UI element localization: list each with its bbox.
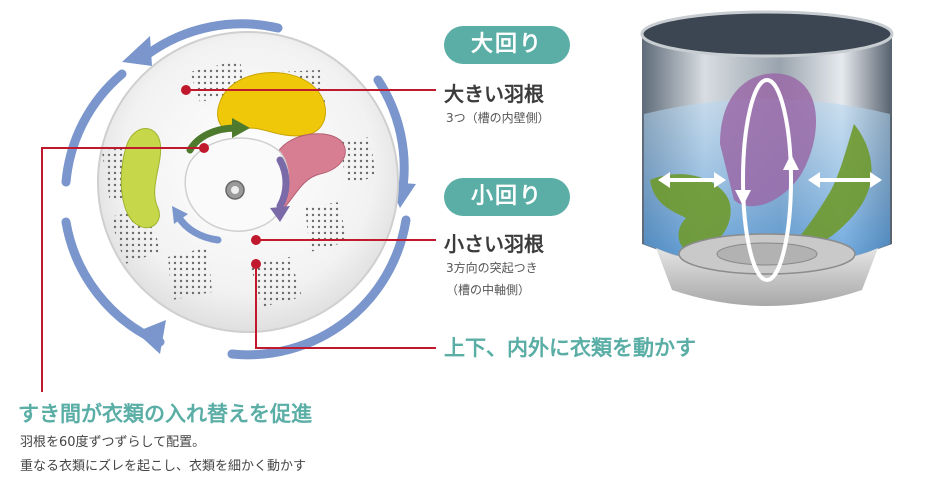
gap-title: すき間が衣類の入れ替えを促進 xyxy=(18,402,312,426)
large-rotation-badge: 大回り xyxy=(444,26,570,64)
movement-caption: 上下、内外に衣類を動かす xyxy=(444,336,696,360)
pulsator-illustration xyxy=(61,19,416,360)
small-blade-note-line1: 3方向の突起つき xyxy=(446,261,538,275)
small-blade-note-line2: （槽の中軸側） xyxy=(446,283,531,297)
gap-description-line1: 羽根を60度ずつずらして配置。 xyxy=(20,435,206,450)
lime-blade xyxy=(120,128,162,229)
small-rotation-badge: 小回り xyxy=(444,178,570,216)
large-blade-note: 3つ（槽の内壁側） xyxy=(446,111,550,125)
large-blade-title: 大きい羽根 xyxy=(444,82,544,106)
gap-description-line2: 重なる衣類にズレを起こし、衣類を細かく動かす xyxy=(20,459,307,474)
small-blade-title: 小さい羽根 xyxy=(444,232,544,256)
washing-tub-illustration xyxy=(640,10,894,306)
large-rotation-badge-label: 大回り xyxy=(470,32,543,57)
small-rotation-badge-label: 小回り xyxy=(470,184,543,209)
